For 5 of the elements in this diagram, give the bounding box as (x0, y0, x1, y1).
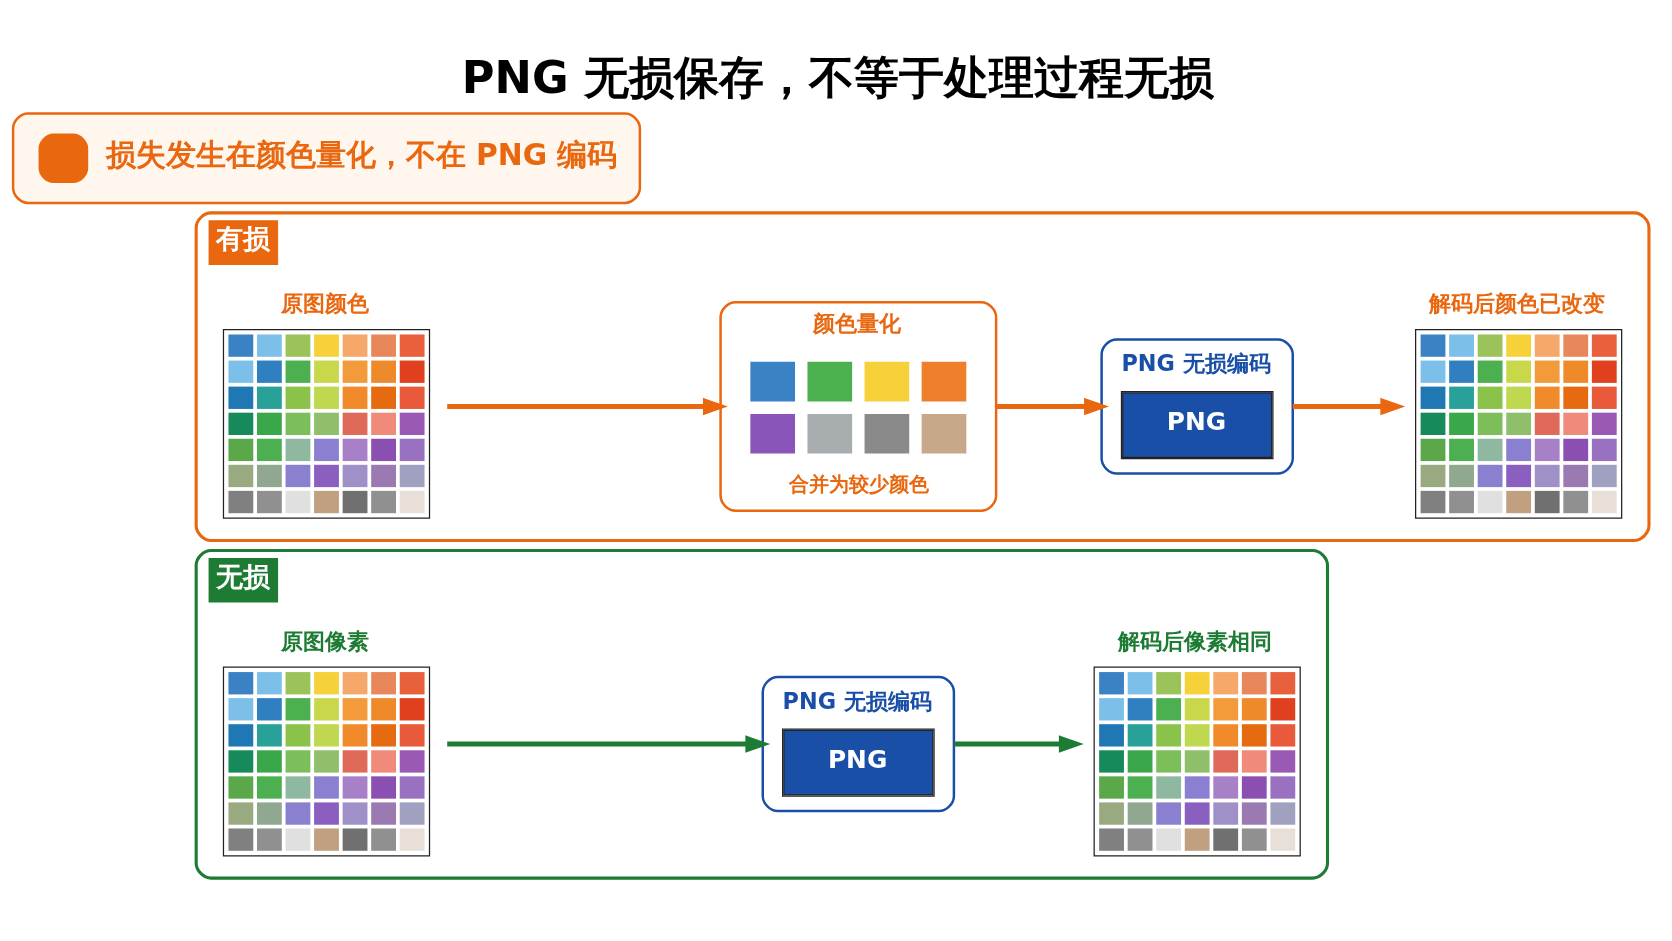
node-label: 解码后颜色已改变 (1428, 289, 1605, 316)
diagram-title: PNG 无损保存，不等于处理过程无损 (461, 51, 1215, 104)
node-label: 原图像素 (281, 627, 370, 654)
node-label: 解码后像素相同 (1118, 627, 1273, 654)
node-label: 原图颜色 (281, 289, 370, 316)
